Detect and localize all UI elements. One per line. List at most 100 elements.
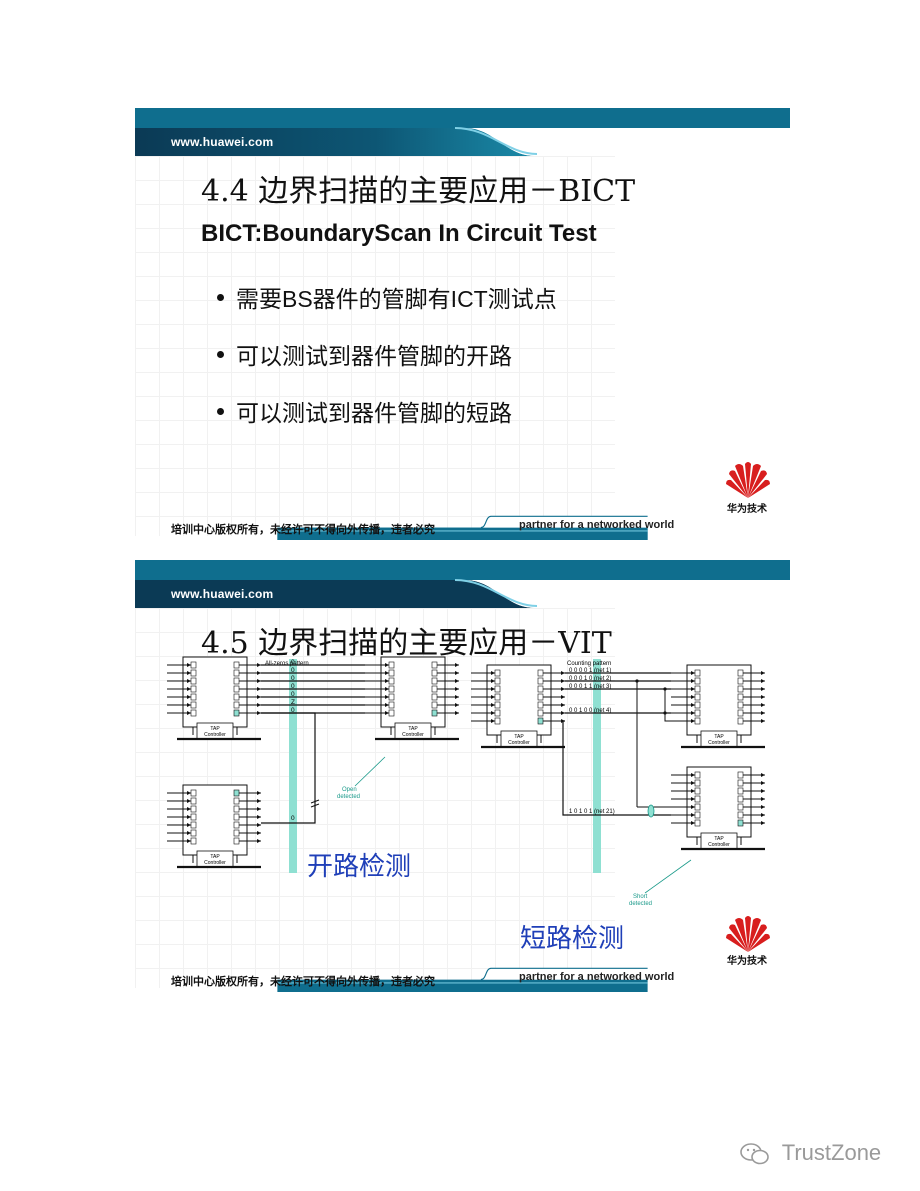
scan-cell-out xyxy=(233,813,240,821)
background-grid xyxy=(135,156,615,536)
arrow-icon xyxy=(691,797,695,801)
arrow-icon xyxy=(761,813,765,817)
scan-cell-in xyxy=(190,837,197,845)
bullet-item: 需要BS器件的管脚有ICT测试点 xyxy=(217,280,557,337)
arrow-icon xyxy=(761,695,765,699)
logo-caption: 华为技术 xyxy=(727,504,767,515)
scan-cell-in xyxy=(694,701,701,709)
scan-cell-out xyxy=(233,821,240,829)
tap-label: TAP xyxy=(408,726,418,732)
arrow-icon xyxy=(491,695,495,699)
arrow-icon xyxy=(561,711,565,715)
watermark: TrustZone xyxy=(740,1140,881,1166)
scan-cell-in xyxy=(694,795,701,803)
bullet-dot-icon xyxy=(217,408,224,416)
controller-label: Controller xyxy=(204,860,226,866)
slide-header-bar xyxy=(135,108,790,156)
arrow-icon xyxy=(491,719,495,723)
arrow-icon xyxy=(385,687,389,691)
zero-value: Z xyxy=(291,699,295,706)
scan-cell-in xyxy=(190,693,197,701)
scan-cell-in xyxy=(694,709,701,717)
scan-cell-out xyxy=(737,717,744,725)
scan-cell-out xyxy=(737,787,744,795)
scan-cell-in xyxy=(694,677,701,685)
arrow-icon xyxy=(257,831,261,835)
scan-cell-in xyxy=(494,669,501,677)
zero-value: 0 xyxy=(291,707,295,714)
counting-label: Counting pattern xyxy=(567,661,611,667)
arrow-icon xyxy=(561,679,565,683)
open-pointer xyxy=(354,756,386,787)
arrow-icon xyxy=(455,695,459,699)
arrow-icon xyxy=(491,671,495,675)
scan-cell-out xyxy=(233,677,240,685)
tap-label: TAP xyxy=(210,726,220,732)
scan-cell-in xyxy=(190,701,197,709)
bullet-dot-icon xyxy=(217,351,224,359)
net-pattern: 0 0 1 0 0 (net 4) xyxy=(569,708,611,714)
counting-scan-bar xyxy=(593,659,601,873)
short-detected-label: Short detected xyxy=(629,894,652,907)
arrow-icon xyxy=(561,703,565,707)
slide-title: 4.4 边界扫描的主要应用－BICT xyxy=(201,174,636,209)
scan-cell-in xyxy=(388,709,395,717)
huawei-logo-icon xyxy=(726,462,770,498)
slide-footer-bar xyxy=(277,515,648,540)
arrow-icon xyxy=(187,791,191,795)
scan-cell-in xyxy=(190,797,197,805)
scan-cell-in xyxy=(388,661,395,669)
net-wire xyxy=(664,713,671,722)
scan-cell-out xyxy=(537,685,544,693)
arrow-icon xyxy=(561,671,565,675)
zero-value: 0 xyxy=(291,667,295,674)
short-marker xyxy=(647,804,655,818)
arrow-icon xyxy=(761,781,765,785)
scan-cell-in xyxy=(388,677,395,685)
zero-value: 0 xyxy=(291,683,295,690)
scan-cell-in xyxy=(190,685,197,693)
arrow-icon xyxy=(691,711,695,715)
tap-label: TAP xyxy=(714,734,724,740)
scan-cell-out xyxy=(737,803,744,811)
arrow-icon xyxy=(691,671,695,675)
footer-slogan: partner for a networked world xyxy=(519,519,675,531)
arrow-icon xyxy=(257,679,261,683)
scan-cell-out xyxy=(737,819,744,827)
scan-cell-out xyxy=(233,669,240,677)
arrow-icon xyxy=(761,797,765,801)
arrow-icon xyxy=(761,671,765,675)
controller-label: Controller xyxy=(402,732,424,738)
controller-label: Controller xyxy=(708,740,730,746)
scan-cell-in xyxy=(494,685,501,693)
scan-cell-out xyxy=(233,837,240,845)
arrow-icon xyxy=(761,703,765,707)
arrow-icon xyxy=(455,663,459,667)
short-detection-label: 短路检测 xyxy=(520,924,625,954)
arrow-icon xyxy=(491,711,495,715)
scan-cell-out xyxy=(233,693,240,701)
scan-cell-out xyxy=(233,805,240,813)
scan-cell-in xyxy=(190,829,197,837)
scan-cell-in xyxy=(388,669,395,677)
arrow-icon xyxy=(187,687,191,691)
scan-cell-in xyxy=(190,805,197,813)
open-net-wire xyxy=(261,712,316,824)
scan-cell-out xyxy=(737,709,744,717)
scan-cell-out xyxy=(431,709,438,717)
scan-cell-in xyxy=(494,701,501,709)
net-pattern: 0 0 0 1 1 (net 3) xyxy=(569,684,611,690)
scan-cell-out xyxy=(431,677,438,685)
arrow-icon xyxy=(257,695,261,699)
controller-label: Controller xyxy=(204,732,226,738)
scan-cell-out xyxy=(233,685,240,693)
scan-cell-in xyxy=(190,677,197,685)
arrow-icon xyxy=(691,679,695,683)
scan-cell-out xyxy=(737,685,744,693)
tap-label: TAP xyxy=(210,854,220,860)
arrow-icon xyxy=(257,687,261,691)
scan-cell-in xyxy=(190,661,197,669)
